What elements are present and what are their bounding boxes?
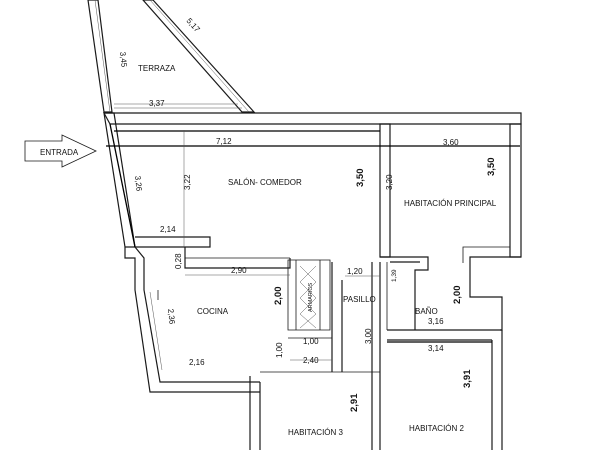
dim-hab2-width: 3,14 (428, 344, 444, 353)
dim-salon-small: 2,14 (160, 225, 176, 234)
entrance-label: ENTRADA (40, 148, 79, 157)
dimension-lines (106, 123, 520, 371)
outer-walls (102, 112, 522, 450)
dim-principal-height: 3,50 (486, 158, 497, 177)
dim-pasillo-height: 3,00 (364, 328, 373, 344)
dim-entry-wall: 3,26 (133, 175, 144, 192)
dim-cocina-left: 2,36 (166, 308, 177, 325)
dim-hab2-height: 3,91 (462, 369, 473, 388)
entrance-arrow: ENTRADA (24, 134, 97, 168)
room-cocina: COCINA (197, 307, 229, 316)
dim-cocina-upper: 0,28 (174, 253, 183, 269)
room-bano: BAÑO (415, 307, 438, 316)
dim-salon-left-height: 3,22 (183, 174, 192, 190)
dim-cocina-width: 2,90 (231, 266, 247, 275)
dim-bano-width: 3,16 (428, 317, 444, 326)
dim-terraza-left: 3,45 (118, 51, 129, 68)
room-habitacion-principal: HABITACIÓN PRINCIPAL (404, 199, 497, 208)
dim-pasillo-bottom: 2,40 (303, 356, 319, 365)
dim-salon-height: 3,50 (355, 169, 366, 188)
room-habitacion-3: HABITACIÓN 3 (288, 428, 344, 437)
dim-armarios-a: 1,00 (303, 337, 319, 346)
dim-cocina-height: 2,00 (273, 287, 284, 306)
inner-walls (135, 123, 502, 450)
room-habitacion-2: HABITACIÓN 2 (409, 424, 465, 433)
dim-hab3-height: 2,91 (349, 393, 360, 412)
dim-bano-height: 2,00 (452, 286, 463, 305)
dim-terraza-width: 3,37 (149, 99, 165, 108)
room-labels: TERRAZA SALÓN- COMEDOR HABITACIÓN PRINCI… (138, 64, 497, 437)
dim-terraza-diag: 5,17 (185, 16, 202, 34)
dim-pasillo-width: 1,20 (347, 267, 363, 276)
dim-salon-width: 7,12 (216, 137, 232, 146)
terraza-walls (87, 0, 256, 113)
dim-principal-width: 3,60 (443, 138, 459, 147)
dim-principal-left-height: 3,20 (385, 174, 394, 190)
room-terraza: TERRAZA (138, 64, 176, 73)
dimension-labels: 3,45 5,17 3,37 7,12 3,60 3,26 3,22 3,50 … (118, 16, 497, 412)
room-armarios: ARMARIOS (308, 282, 314, 312)
dim-bano-small: 1,39 (391, 269, 398, 282)
dim-armarios-b: 1,00 (275, 342, 284, 358)
room-salon-comedor: SALÓN- COMEDOR (228, 178, 302, 187)
dim-cocina-bottom: 2,16 (189, 358, 205, 367)
room-pasillo: PASILLO (343, 295, 376, 304)
